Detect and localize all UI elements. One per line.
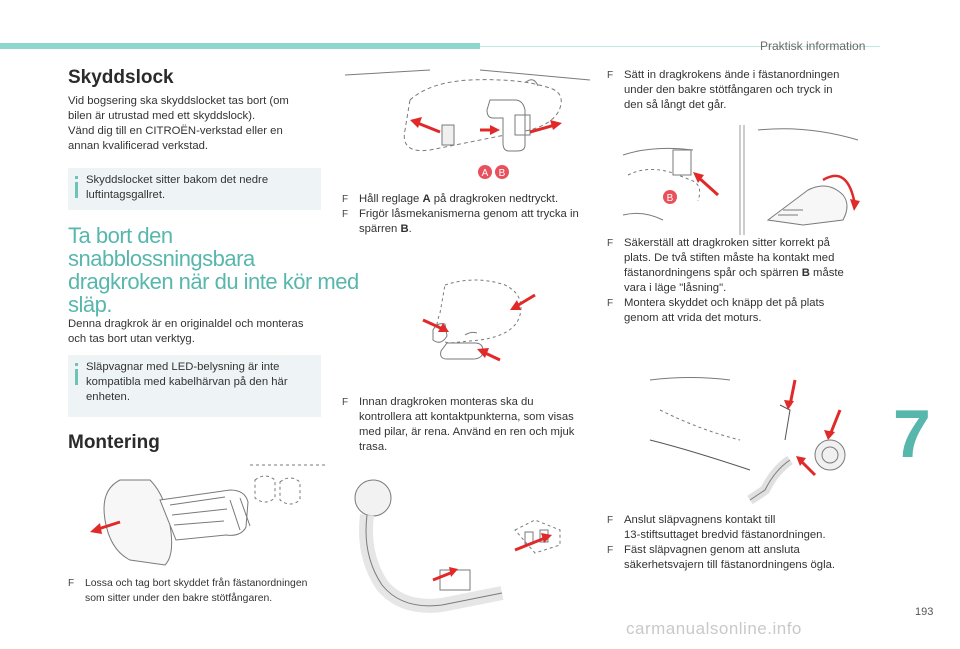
text-line: luftintagsgallret. xyxy=(86,189,166,201)
illustration-connector xyxy=(649,377,846,505)
illustration-cover-removal xyxy=(90,464,325,566)
title-line: dragkroken när du inte kör med xyxy=(68,269,359,294)
text-line: annan kvalificerad verkstad. xyxy=(68,140,209,152)
check-box-icon: F xyxy=(607,298,614,309)
text-line: kontrollera att kontaktpunkterna, som vi… xyxy=(359,411,574,423)
check-box-icon: F xyxy=(68,578,75,589)
section-label: Praktisk information xyxy=(760,39,866,53)
text-line: Denna dragkrok är en originaldel och mon… xyxy=(68,318,304,330)
text-line: Vänd dig till en CITROËN-verkstad eller … xyxy=(68,125,283,137)
header-rule xyxy=(480,46,880,47)
check-box-icon: F xyxy=(342,209,349,220)
text-line: bilen är utrustad med ett skyddslock). xyxy=(68,110,256,122)
text-line: under den bakre stötfångaren och tryck i… xyxy=(624,84,833,96)
title-line: släp. xyxy=(68,292,112,317)
illustration-towbar-hook xyxy=(354,479,561,613)
info-bar-icon xyxy=(75,176,78,198)
info-note-1: Skyddslocket sitter bakom det nedre luft… xyxy=(68,168,321,210)
text-line: plats. De två stiften måste ha kontakt m… xyxy=(624,252,835,264)
check-box-icon: F xyxy=(607,545,614,556)
text-line: Vid bogsering ska skyddslocket tas bort … xyxy=(68,95,289,107)
illustration-towbar-release: A B xyxy=(344,69,591,179)
label-b-badge xyxy=(663,190,677,204)
label-a-badge xyxy=(478,165,492,179)
illustration-contact-points xyxy=(422,279,536,362)
check-box-icon: F xyxy=(607,70,614,81)
text-line: kompatibla med kabelhärvan på den här xyxy=(86,376,288,388)
page-number: 193 xyxy=(915,606,934,618)
label-b: B xyxy=(667,193,674,204)
label-a: A xyxy=(482,168,489,179)
text-line: 13-stiftsuttaget bredvid fästanordningen… xyxy=(624,529,826,541)
text-line: med pilar, är rena. Använd en ren och mj… xyxy=(359,426,575,438)
paragraph-skyddslock: Vid bogsering ska skyddslocket tas bort … xyxy=(68,94,328,154)
info-bar-icon xyxy=(75,363,78,385)
label-b-badge xyxy=(495,165,509,179)
text-line: Lossa och tag bort skyddet från fästanor… xyxy=(85,578,308,589)
text-line: och tas bort utan verktyg. xyxy=(68,333,195,345)
title-montering: Montering xyxy=(68,432,160,453)
text-line: som sitter under den bakre stötfångaren. xyxy=(85,593,273,604)
illustration-insert-lock: B xyxy=(622,125,860,235)
title-skyddslock: Skyddslock xyxy=(68,67,174,88)
check-box-icon: F xyxy=(607,515,614,526)
watermark: carmanualsonline.info xyxy=(626,619,802,638)
info-note-2: Släpvagnar med LED-belysning är inte kom… xyxy=(68,355,321,417)
paragraph-towbar: Denna dragkrok är en originaldel och mon… xyxy=(68,317,328,347)
check-box-icon: F xyxy=(342,194,349,205)
chapter-number: 7 xyxy=(893,396,931,472)
step-remove-cover: F Lossa och tag bort skyddet från fästano… xyxy=(68,576,330,606)
text-line: trasa. xyxy=(359,441,388,453)
check-box-icon: F xyxy=(342,397,349,408)
title-line: snabblossningsbara xyxy=(68,246,255,271)
header-accent-bar xyxy=(0,43,480,49)
text-line: vara i läge "låsning". xyxy=(624,282,727,294)
text-line: den så långt det går. xyxy=(624,99,727,111)
text-line: genom att vrida det moturs. xyxy=(624,312,762,324)
arrow-head xyxy=(90,523,102,534)
text-line: säkerhetsvajern till fästanordningens ög… xyxy=(624,559,836,571)
check-box-icon: F xyxy=(607,238,614,249)
text-line: Släpvagnar med LED-belysning är inte xyxy=(86,361,280,373)
text-line: enheten. xyxy=(86,391,130,403)
label-b: B xyxy=(499,168,506,179)
text-line: Skyddslocket sitter bakom det nedre xyxy=(86,174,269,186)
title-remove-towbar: Ta bort den snabblossningsbara dragkroke… xyxy=(68,224,359,316)
title-line: Ta bort den xyxy=(68,223,173,248)
